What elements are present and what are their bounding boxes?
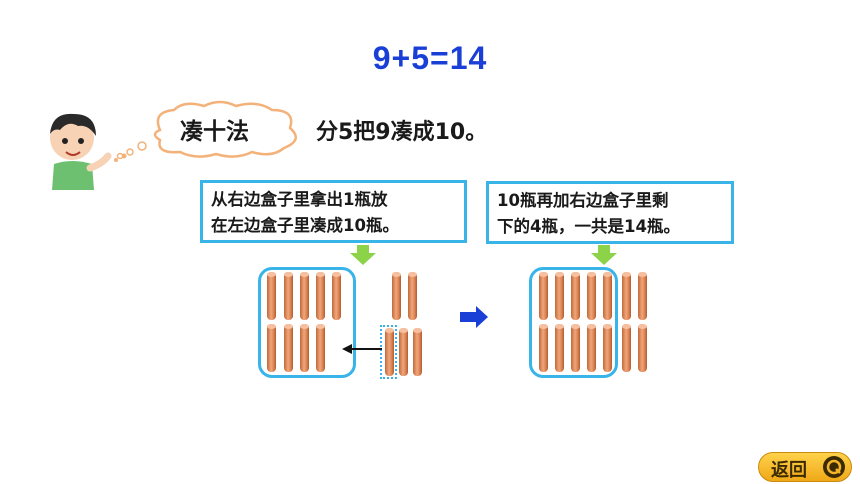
rod	[555, 324, 564, 372]
note-right-line1: 10瓶再加右边盒子里剩	[497, 191, 669, 210]
blue-right-arrow-icon	[460, 306, 488, 328]
rod	[316, 272, 325, 320]
back-button[interactable]: 返回	[758, 452, 852, 482]
cloud-label: 凑十法	[180, 119, 249, 145]
green-down-arrow-icon	[591, 245, 617, 265]
rod	[571, 324, 580, 372]
rod	[413, 328, 422, 376]
rod	[284, 324, 293, 372]
rod	[300, 272, 309, 320]
return-icon	[823, 456, 845, 478]
rod	[392, 272, 401, 320]
left-box	[258, 267, 356, 378]
rod	[284, 272, 293, 320]
rod	[638, 324, 647, 372]
black-left-arrow-icon	[342, 344, 382, 354]
note-left-line2: 在左边盒子里凑成10瓶。	[211, 216, 399, 235]
rod	[539, 272, 548, 320]
rod	[539, 324, 548, 372]
rod	[267, 324, 276, 372]
method-text: 分5把9凑成10。	[316, 120, 488, 145]
rod	[555, 272, 564, 320]
thought-cloud-icon	[116, 100, 297, 160]
rod	[587, 272, 596, 320]
note-left-line1: 从右边盒子里拿出1瓶放	[211, 190, 388, 209]
boy-character-icon	[50, 113, 127, 190]
rod	[408, 272, 417, 320]
rod	[587, 324, 596, 372]
rod	[603, 272, 612, 320]
rod	[638, 272, 647, 320]
right-box	[529, 267, 618, 378]
back-button-label: 返回	[771, 460, 807, 481]
rod	[603, 324, 612, 372]
rod	[316, 324, 325, 372]
note-right-line2: 下的4瓶，一共是14瓶。	[497, 217, 680, 236]
rod	[571, 272, 580, 320]
selected-rod-outline	[380, 325, 397, 379]
rod	[300, 324, 309, 372]
rod	[332, 272, 341, 320]
rod	[622, 272, 631, 320]
rod	[267, 272, 276, 320]
note-right: 10瓶再加右边盒子里剩 下的4瓶，一共是14瓶。	[486, 181, 734, 244]
green-down-arrow-icon	[350, 245, 376, 265]
rod	[399, 328, 408, 376]
note-left: 从右边盒子里拿出1瓶放 在左边盒子里凑成10瓶。	[200, 180, 467, 243]
moving-rod	[385, 328, 394, 376]
equation-title: 9+5=14	[372, 40, 488, 76]
rod	[622, 324, 631, 372]
